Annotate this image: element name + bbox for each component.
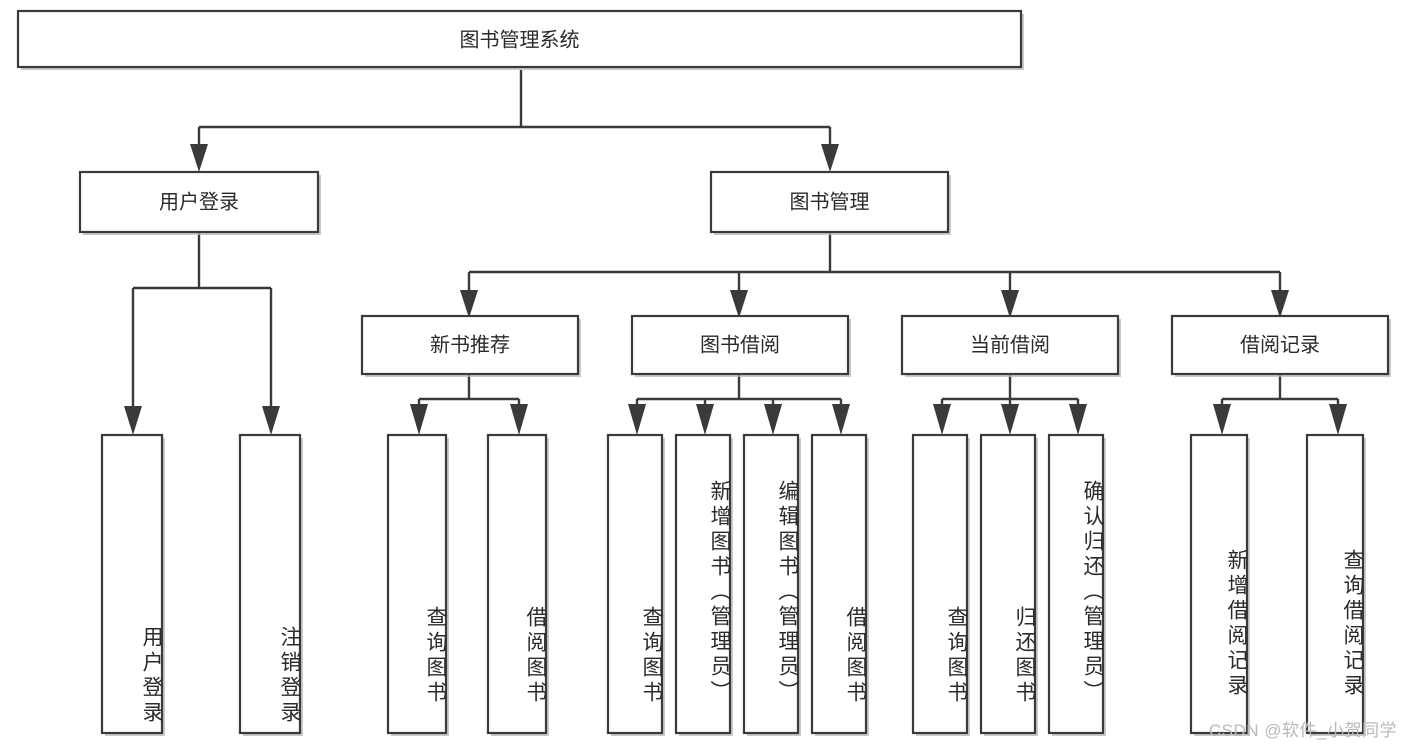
node-leaf-query-book-3[interactable] <box>911 433 969 735</box>
arrow-to-leaf-query-record <box>1329 404 1347 435</box>
node-leaf-edit-book[interactable] <box>742 433 800 735</box>
node-leaf-add-record[interactable] <box>1189 433 1249 735</box>
arrow-to-leaf-add-record <box>1213 404 1231 435</box>
node-borrow-record[interactable] <box>1170 314 1390 376</box>
node-user-login-label: 用户登录 <box>159 190 239 213</box>
arrow-to-book-borrow <box>730 290 748 318</box>
node-leaf-borrow-book-1[interactable] <box>486 433 548 735</box>
node-leaf-query-book-1[interactable] <box>386 433 448 735</box>
arrow-to-leaf-add-book <box>696 404 714 435</box>
node-user-login[interactable] <box>78 170 320 234</box>
node-leaf-return-book[interactable] <box>979 433 1037 735</box>
node-book-management[interactable] <box>709 170 950 234</box>
node-leaf-query-book-2[interactable] <box>606 433 664 735</box>
node-book-management-label: 图书管理 <box>790 190 870 213</box>
node-current-borrow[interactable] <box>900 314 1120 376</box>
node-leaf-borrow-book-2[interactable] <box>810 433 868 735</box>
node-new-book-recommend-label: 新书推荐 <box>430 333 510 356</box>
node-borrow-record-label: 借阅记录 <box>1240 333 1320 356</box>
arrow-to-user-login <box>190 144 208 172</box>
arrow-to-leaf-edit-book <box>764 404 782 435</box>
arrow-to-book-management <box>821 144 839 172</box>
node-leaf-logout-login[interactable] <box>238 433 302 735</box>
arrow-to-current-borrow <box>1001 290 1019 318</box>
node-leaf-query-record[interactable] <box>1305 433 1365 735</box>
arrow-to-leaf-return-book <box>1001 404 1019 435</box>
node-book-borrow-label: 图书借阅 <box>700 333 780 356</box>
node-leaf-user-login[interactable] <box>100 433 164 735</box>
arrow-to-leaf-logout-login <box>262 406 280 435</box>
arrow-to-leaf-query-book-2 <box>628 404 646 435</box>
node-current-borrow-label: 当前借阅 <box>970 333 1050 356</box>
node-root-label: 图书管理系统 <box>460 28 580 51</box>
node-leaf-confirm-return[interactable] <box>1047 433 1105 735</box>
node-leaf-add-book[interactable] <box>674 433 732 735</box>
node-new-book-recommend[interactable] <box>360 314 580 376</box>
arrow-to-leaf-borrow-book-1 <box>510 404 528 435</box>
arrow-to-new-book-recommend <box>460 290 478 318</box>
arrow-to-leaf-borrow-book-2 <box>832 404 850 435</box>
arrow-to-leaf-query-book-1 <box>410 404 428 435</box>
arrow-to-leaf-user-login <box>124 406 142 435</box>
node-book-borrow[interactable] <box>630 314 850 376</box>
node-root[interactable] <box>16 9 1023 69</box>
arrow-to-borrow-record <box>1271 290 1289 318</box>
connector-layer <box>124 70 1347 435</box>
watermark-text: CSDN @软件_小贺同学 <box>1208 721 1397 740</box>
arrow-to-leaf-confirm-return <box>1069 404 1087 435</box>
arrow-to-leaf-query-book-3 <box>933 404 951 435</box>
node-layer: 图书管理系统 用户登录 图书管理 新书推荐 图书借阅 当前借阅 借阅记录 <box>16 9 1391 736</box>
